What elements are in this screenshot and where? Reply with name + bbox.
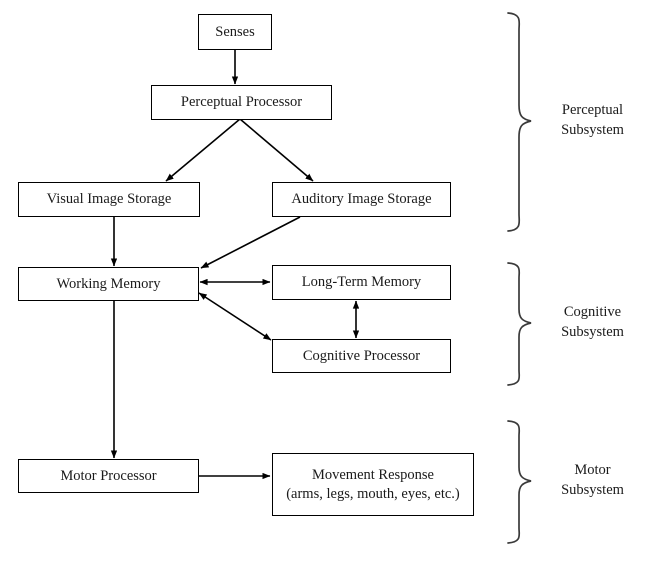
node-senses[interactable]: Senses xyxy=(198,14,272,50)
node-visual-image-storage[interactable]: Visual Image Storage xyxy=(18,182,200,217)
node-auditory-image-storage-label: Auditory Image Storage xyxy=(291,191,432,208)
node-working-memory-label: Working Memory xyxy=(56,275,161,292)
node-senses-label: Senses xyxy=(215,23,255,40)
group-label-cognitive-subsystem: Cognitive Subsystem xyxy=(561,304,624,340)
node-cognitive-processor[interactable]: Cognitive Processor xyxy=(272,339,451,373)
brace-perceptual-subsystem xyxy=(507,12,532,232)
connector-perceptual-processor-to-auditory-image-storage xyxy=(239,118,314,182)
node-auditory-image-storage[interactable]: Auditory Image Storage xyxy=(272,182,451,217)
node-long-term-memory[interactable]: Long-Term Memory xyxy=(272,265,451,300)
node-perceptual-processor[interactable]: Perceptual Processor xyxy=(151,85,332,120)
node-movement-response[interactable]: Movement Response (arms, legs, mouth, ey… xyxy=(272,453,474,516)
node-long-term-memory-label: Long-Term Memory xyxy=(301,274,422,291)
node-cognitive-processor-label: Cognitive Processor xyxy=(302,347,421,364)
node-motor-processor[interactable]: Motor Processor xyxy=(18,459,199,493)
connector-working-memory-to-cognitive-processor xyxy=(198,292,272,341)
node-working-memory[interactable]: Working Memory xyxy=(18,267,199,301)
brace-motor-subsystem xyxy=(507,420,532,544)
group-label-perceptual-subsystem: Perceptual Subsystem xyxy=(561,102,624,138)
node-movement-response-label: Movement Response (arms, legs, mouth, ey… xyxy=(286,466,460,502)
node-visual-image-storage-label: Visual Image Storage xyxy=(46,191,172,208)
connector-auditory-image-storage-to-working-memory xyxy=(200,216,301,269)
group-label-motor-subsystem: Motor Subsystem xyxy=(561,462,624,498)
node-motor-processor-label: Motor Processor xyxy=(60,467,157,484)
node-perceptual-processor-label: Perceptual Processor xyxy=(180,94,303,111)
connector-perceptual-processor-to-visual-image-storage xyxy=(165,118,241,182)
brace-cognitive-subsystem xyxy=(507,262,532,386)
